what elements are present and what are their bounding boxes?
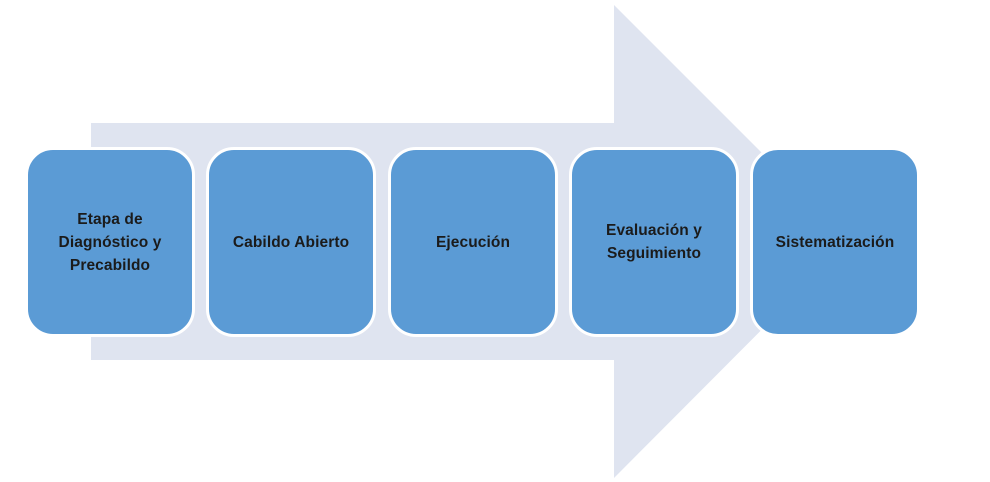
stage-box-diagnostico: Etapa de Diagnóstico y Precabildo: [25, 147, 195, 337]
stage-box-evaluacion-seguimiento: Evaluación y Seguimiento: [569, 147, 739, 337]
stage-label: Etapa de Diagnóstico y Precabildo: [58, 210, 162, 274]
stage-box-sistematizacion: Sistematización: [750, 147, 920, 337]
stage-box-cabildo-abierto: Cabildo Abierto: [206, 147, 376, 337]
stage-label: Ejecución: [435, 233, 511, 251]
stage-label: Cabildo Abierto: [232, 233, 350, 251]
stage-box-ejecucion: Ejecución: [388, 147, 558, 337]
stage-label: Evaluación y Seguimiento: [606, 222, 702, 262]
stage-label: Sistematización: [775, 233, 895, 251]
